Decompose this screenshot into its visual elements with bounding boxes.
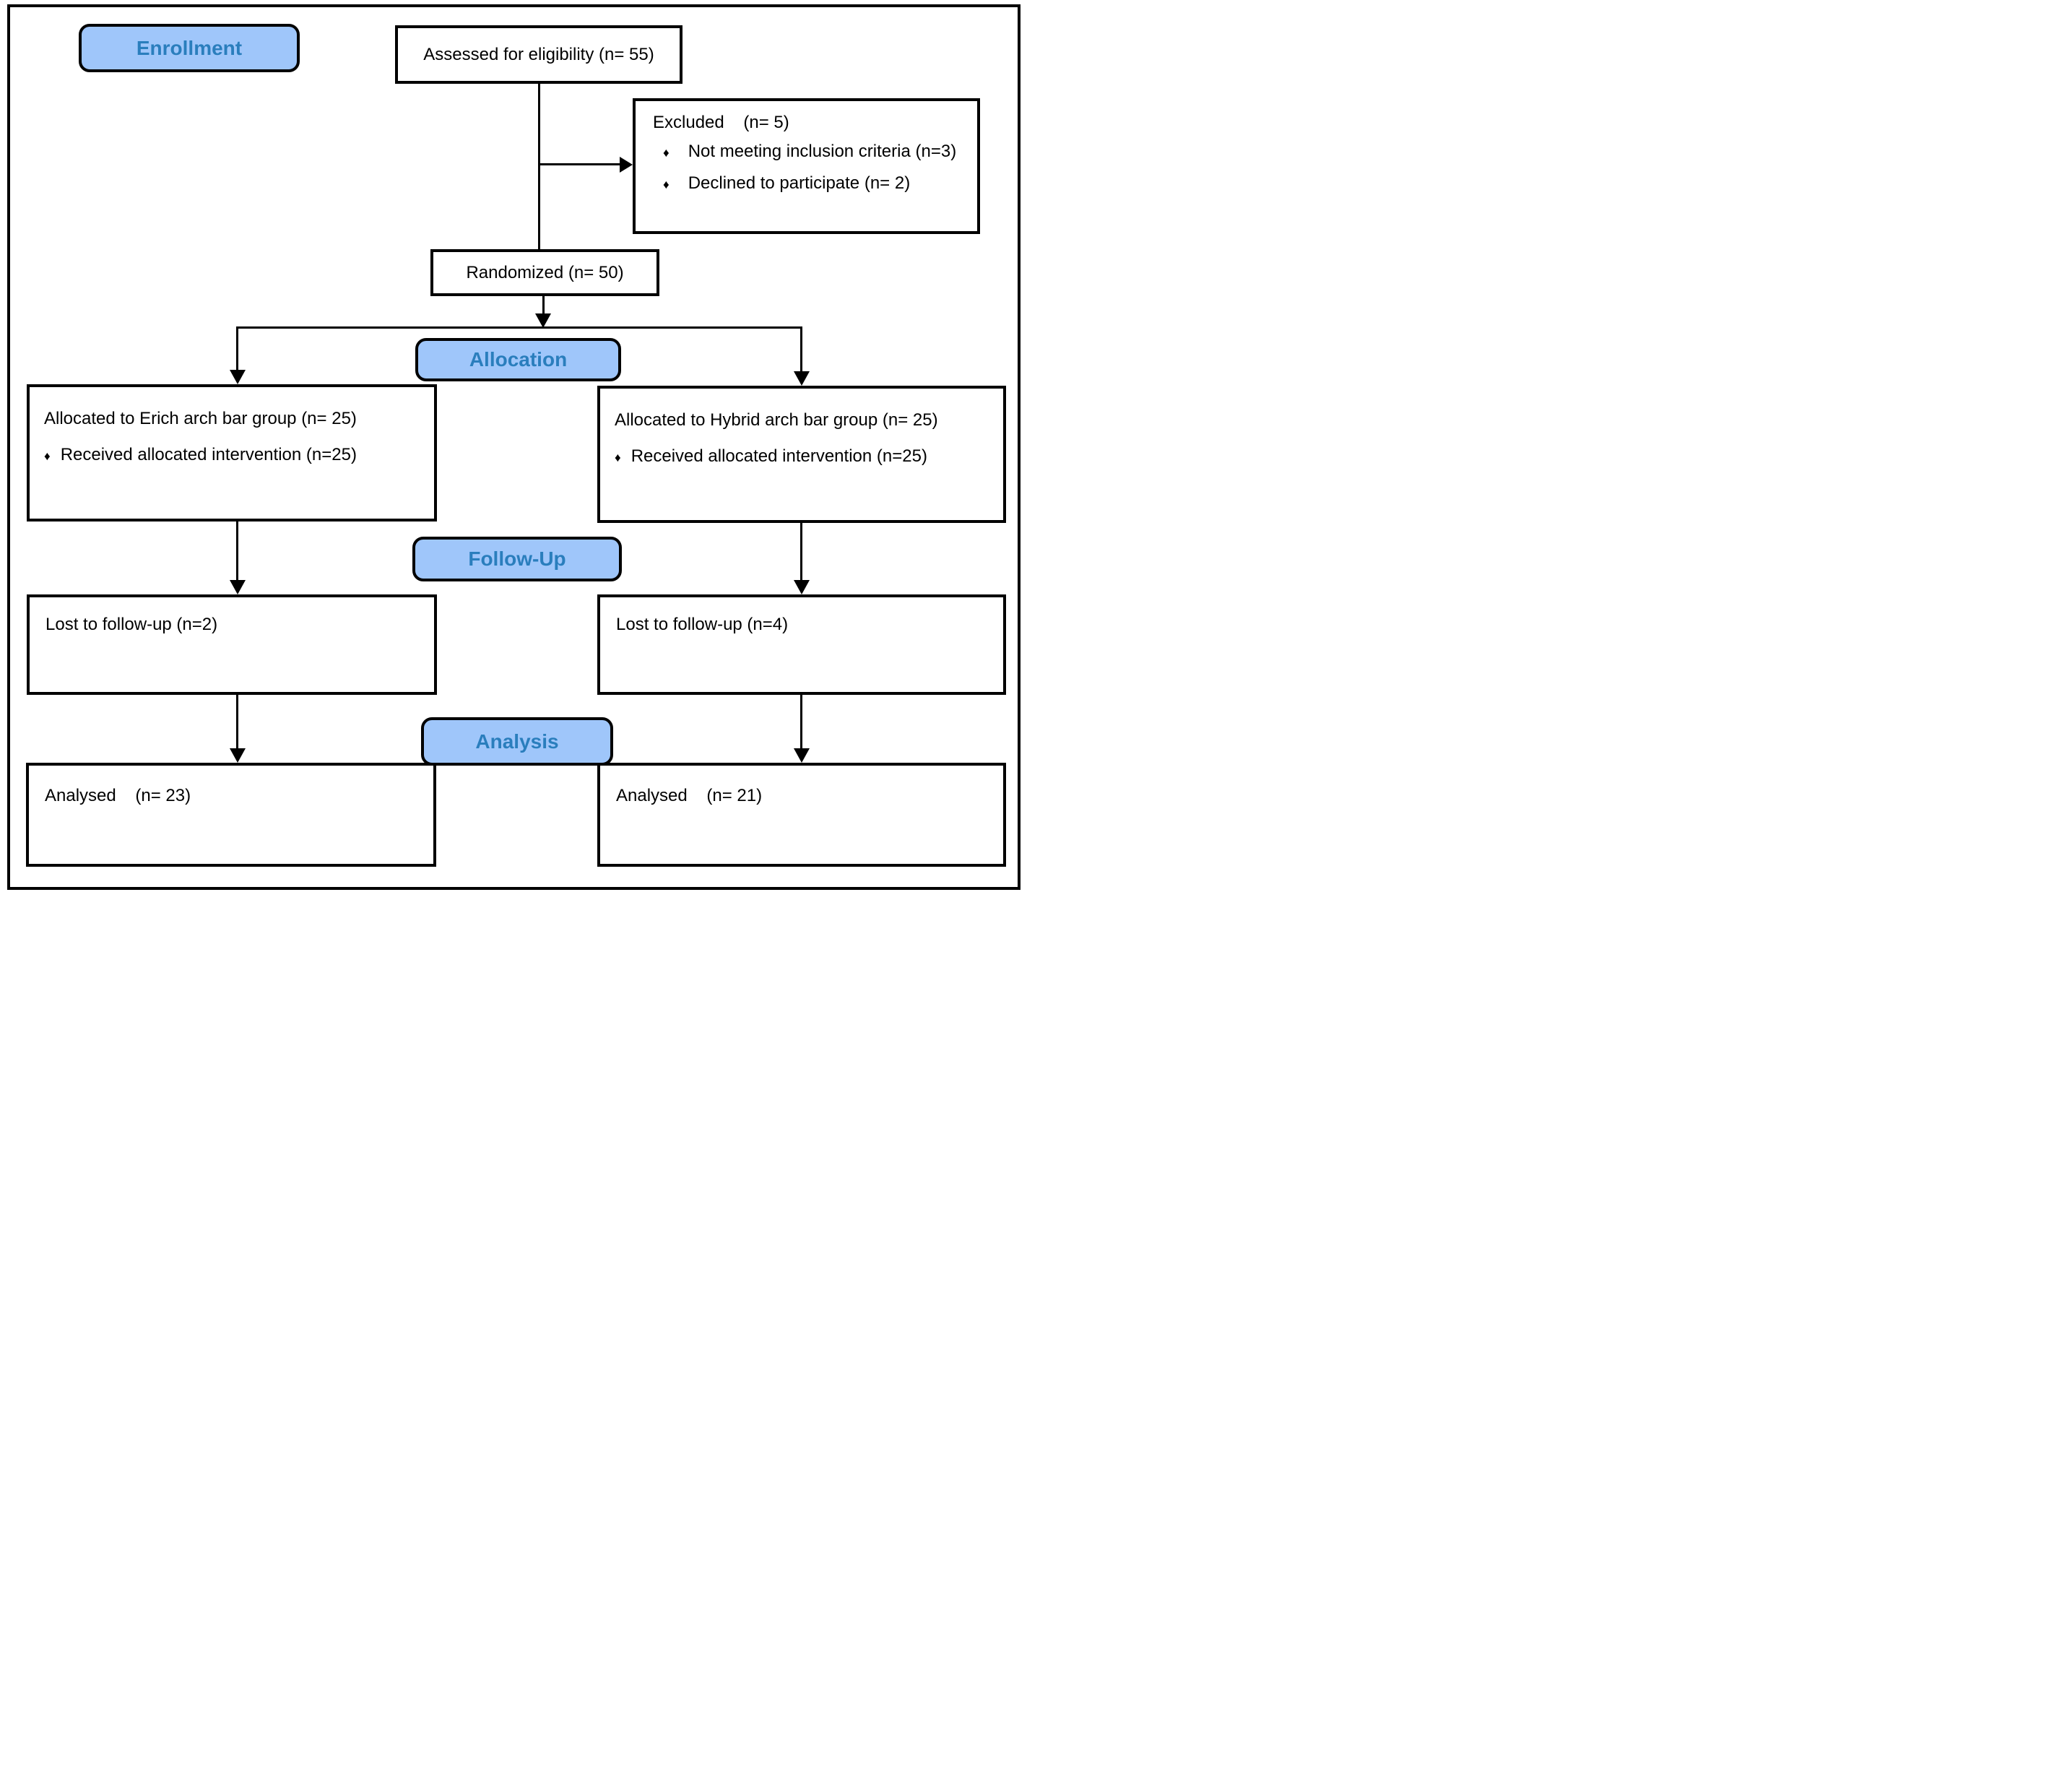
diagram-outer-border [7, 4, 1020, 890]
connector-split-to-erich [236, 326, 238, 371]
connector-hybrid-to-analysis [800, 695, 802, 750]
diamond-bullet-icon: ♦ [44, 449, 51, 463]
excluded-bullet-2: ♦ Declined to participate (n= 2) [653, 170, 960, 198]
connector-split-to-hybrid [800, 326, 802, 373]
excluded-box: Excluded (n= 5) ♦ Not meeting inclusion … [633, 98, 980, 234]
excluded-title: Excluded (n= 5) [653, 113, 789, 132]
randomized-text: Randomized (n= 50) [466, 262, 624, 282]
connector-hybrid-to-followup [800, 523, 802, 581]
followup-label-text: Follow-Up [468, 547, 566, 570]
diamond-bullet-icon: ♦ [663, 178, 670, 191]
lost-to-followup-erich-text: Lost to follow-up (n=2) [46, 615, 218, 634]
arrowhead-split-icon [535, 313, 551, 328]
connector-erich-to-followup [236, 521, 238, 581]
stage-label-followup: Follow-Up [412, 537, 622, 581]
lost-to-followup-hybrid-text: Lost to follow-up (n=4) [616, 615, 789, 634]
enrollment-label-text: Enrollment [136, 36, 243, 59]
analysed-hybrid-text: Analysed (n= 21) [616, 786, 763, 805]
analysed-erich-text: Analysed (n= 23) [45, 786, 191, 805]
diamond-bullet-icon: ♦ [615, 451, 621, 464]
lost-to-followup-erich-box: Lost to follow-up (n=2) [27, 594, 437, 695]
excluded-bullet-2-text: Declined to participate (n= 2) [688, 173, 911, 193]
connector-to-excluded [538, 163, 620, 165]
connector-randomized-to-split [542, 296, 545, 315]
consort-flow-diagram: Enrollment Allocation Follow-Up Analysis… [0, 0, 1027, 896]
allocated-hybrid-bullet-1-text: Received allocated intervention (n=25) [630, 446, 927, 466]
stage-label-allocation: Allocation [415, 338, 621, 381]
connector-erich-to-analysis [236, 695, 238, 750]
arrowhead-allocated-hybrid-icon [794, 371, 810, 386]
lost-to-followup-hybrid-box: Lost to follow-up (n=4) [597, 594, 1006, 695]
allocation-label-text: Allocation [469, 348, 568, 371]
allocated-erich-title: Allocated to Erich arch bar group (n= 25… [44, 409, 357, 428]
excluded-bullet-1: ♦ Not meeting inclusion criteria (n=3) [653, 139, 960, 166]
diamond-bullet-icon: ♦ [663, 146, 670, 160]
excluded-bullet-1-text: Not meeting inclusion criteria (n=3) [688, 142, 957, 161]
allocated-hybrid-title: Allocated to Hybrid arch bar group (n= 2… [615, 410, 938, 430]
allocated-hybrid-bullet-1: ♦ Received allocated intervention (n=25) [615, 442, 989, 472]
allocated-erich-bullet-1: ♦ Received allocated intervention (n=25) [44, 441, 420, 471]
randomized-box: Randomized (n= 50) [430, 249, 659, 296]
connector-assessed-to-randomized [538, 84, 540, 249]
analysed-erich-box: Analysed (n= 23) [26, 763, 436, 867]
connector-allocation-split [237, 326, 802, 329]
allocated-erich-bullet-1-text: Received allocated intervention (n=25) [60, 445, 357, 464]
arrowhead-allocated-erich-icon [230, 370, 246, 384]
stage-label-enrollment: Enrollment [79, 24, 300, 72]
analysed-hybrid-box: Analysed (n= 21) [597, 763, 1006, 867]
analysis-label-text: Analysis [475, 730, 559, 753]
arrowhead-lost-hybrid-icon [794, 580, 810, 594]
arrowhead-analysed-hybrid-icon [794, 748, 810, 763]
allocated-erich-box: Allocated to Erich arch bar group (n= 25… [27, 384, 437, 521]
assessed-for-eligibility-box: Assessed for eligibility (n= 55) [395, 25, 682, 84]
arrowhead-analysed-erich-icon [230, 748, 246, 763]
assessed-text: Assessed for eligibility (n= 55) [423, 44, 654, 64]
arrowhead-excluded-icon [620, 157, 633, 173]
arrowhead-lost-erich-icon [230, 580, 246, 594]
allocated-hybrid-box: Allocated to Hybrid arch bar group (n= 2… [597, 386, 1006, 523]
stage-label-analysis: Analysis [421, 717, 613, 766]
